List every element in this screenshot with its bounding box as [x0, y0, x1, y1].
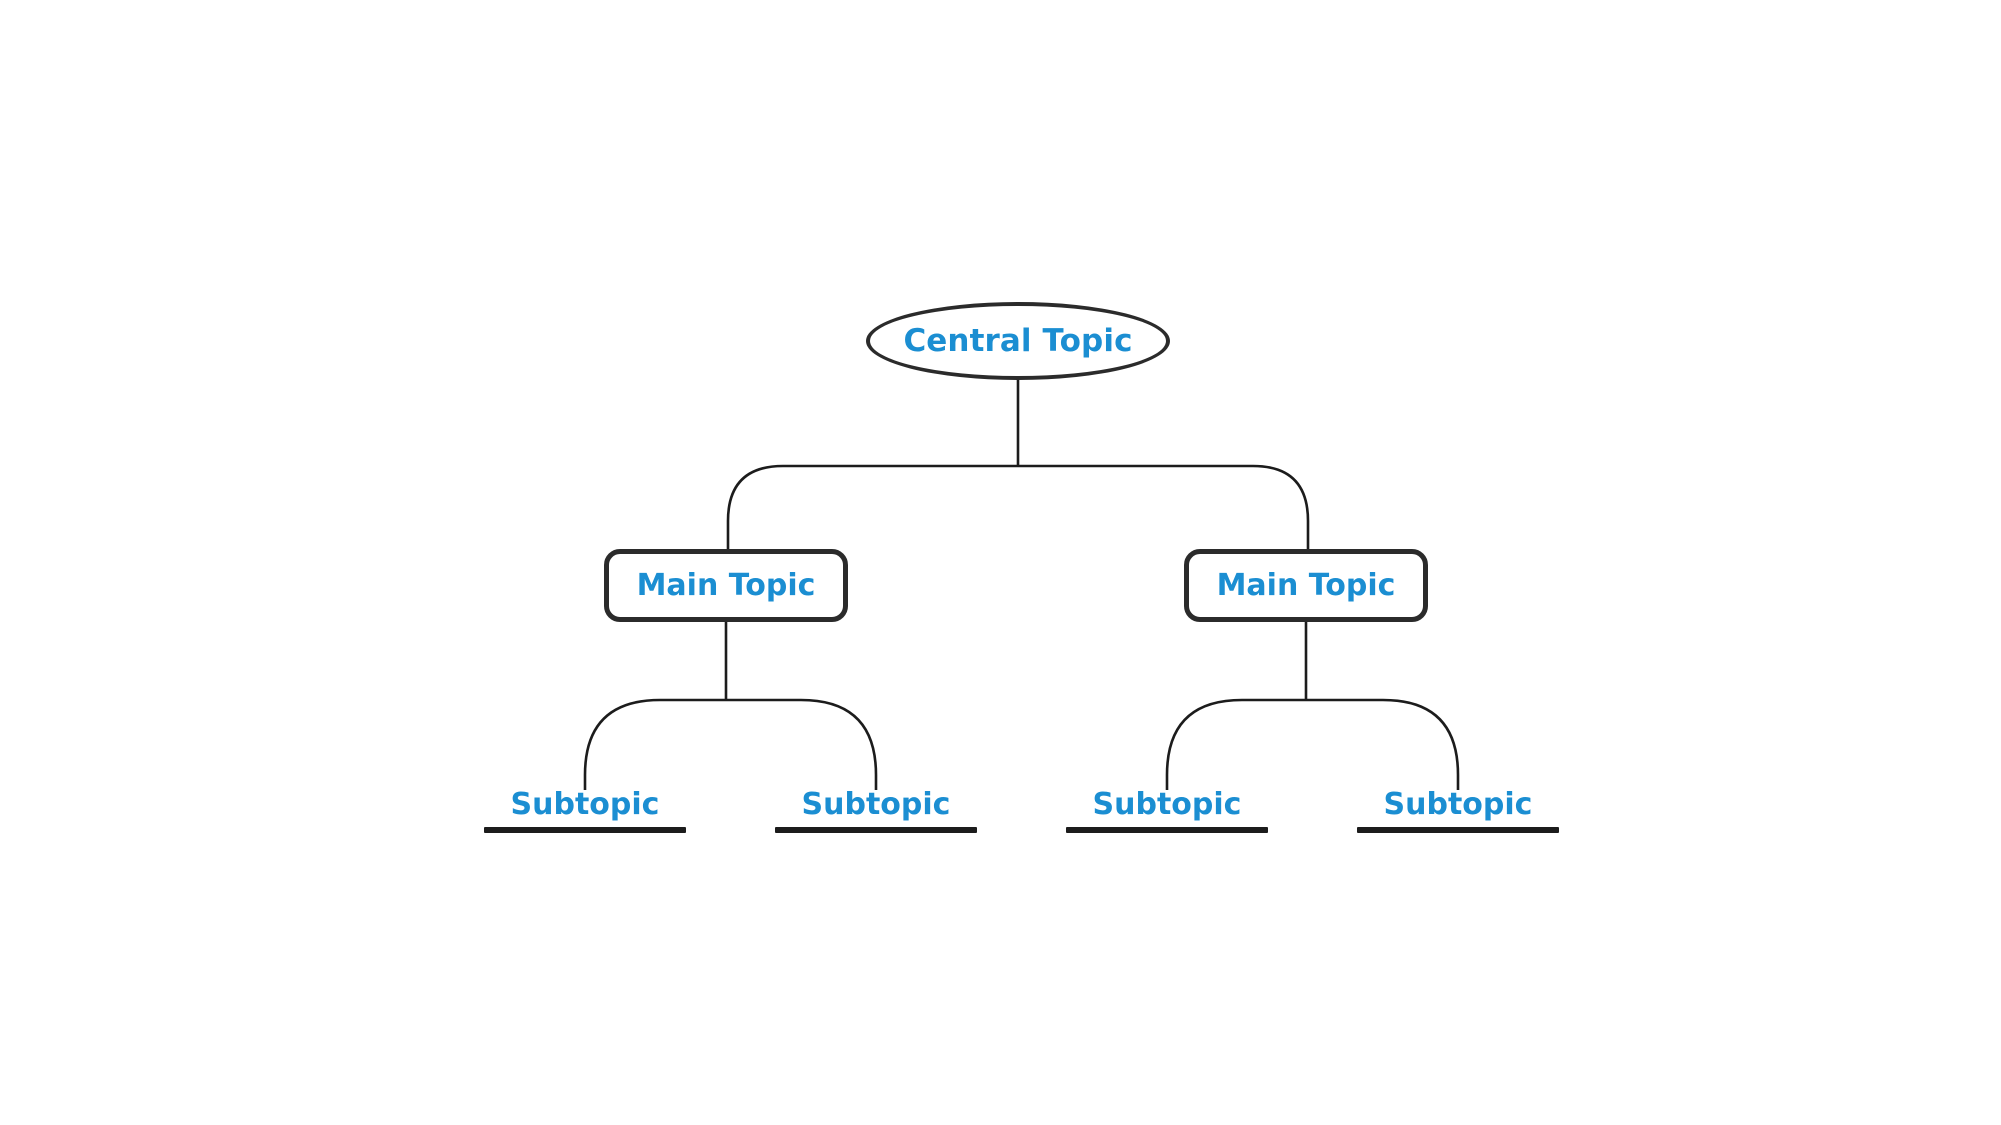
connector-root-to-main-right [1018, 464, 1310, 549]
subtopic-underline-2 [775, 827, 977, 833]
subtopic-label-4: Subtopic [1383, 787, 1533, 822]
connector-main-left-to-sub-2 [726, 698, 878, 790]
main-topic-node-2[interactable]: Main Topic [1184, 549, 1428, 622]
main-topic-node-1[interactable]: Main Topic [604, 549, 848, 622]
subtopic-node-2[interactable]: Subtopic [775, 790, 977, 846]
connector-main-left-to-sub-1 [583, 698, 726, 790]
subtopic-node-1[interactable]: Subtopic [484, 790, 686, 846]
subtopic-label-3: Subtopic [1092, 787, 1242, 822]
main-topic-label-2: Main Topic [1216, 567, 1396, 603]
main-topic-label-1: Main Topic [636, 567, 816, 603]
connector-root-to-main-left [726, 464, 1018, 549]
subtopic-label-2: Subtopic [801, 787, 951, 822]
central-topic-label: Central Topic [903, 322, 1133, 359]
subtopic-label-1: Subtopic [510, 787, 660, 822]
central-topic-node[interactable]: Central Topic [866, 302, 1170, 380]
connector-main-right-to-sub-3 [1165, 698, 1306, 790]
subtopic-node-4[interactable]: Subtopic [1357, 790, 1559, 846]
subtopic-underline-4 [1357, 827, 1559, 833]
connector-main-right-to-sub-4 [1306, 698, 1460, 790]
subtopic-underline-3 [1066, 827, 1268, 833]
subtopic-node-3[interactable]: Subtopic [1066, 790, 1268, 846]
subtopic-underline-1 [484, 827, 686, 833]
